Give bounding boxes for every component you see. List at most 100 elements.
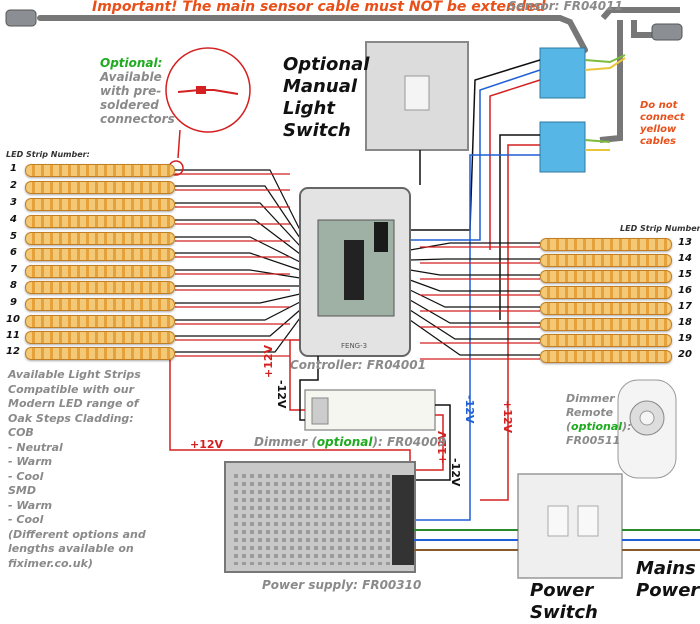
dimmer-optional: optional xyxy=(316,435,373,449)
led-strip xyxy=(25,232,175,245)
dimmer-remote-line: FR00511 xyxy=(566,434,621,447)
strip-number: 17 xyxy=(678,301,692,312)
led-strip xyxy=(25,347,175,360)
strip-number: 11 xyxy=(6,330,20,341)
strip-number: 5 xyxy=(10,231,17,242)
led-strip xyxy=(540,318,672,331)
power-supply-label: Power supply: FR00310 xyxy=(262,578,422,592)
strip-number: 2 xyxy=(10,180,17,191)
led-strip xyxy=(540,238,672,251)
do-not-connect-line: Do not xyxy=(640,100,678,111)
sensor-cable-warning: Important! The main sensor cable must NO… xyxy=(92,0,546,15)
led-strip xyxy=(25,181,175,194)
optional-connectors-line: with pre- xyxy=(100,84,162,98)
strip-number: 14 xyxy=(678,253,692,264)
available-strips-line: - Cool xyxy=(8,513,44,526)
strip-number: 19 xyxy=(678,333,692,344)
available-strips-line: Modern LED range of xyxy=(8,397,139,410)
led-strip xyxy=(25,265,175,278)
dimmer-remote-label: Dimmer Remote (optional): FR00511 xyxy=(566,392,632,448)
mains-power-label: Mains Power xyxy=(636,558,699,602)
dimmer-remote-line: Remote xyxy=(566,406,614,419)
dimmer-label-pre: Dimmer ( xyxy=(254,435,317,449)
led-strip xyxy=(540,334,672,347)
optional-connectors-title: Optional: xyxy=(100,56,163,70)
led-strip xyxy=(25,298,175,311)
controller-board-text: FENG-3 xyxy=(341,342,368,350)
controller-label: Controller: FR04001 xyxy=(290,358,426,372)
mains-power-line: Power xyxy=(636,580,700,601)
strip-number: 9 xyxy=(10,297,17,308)
manual-switch-line: Switch xyxy=(283,120,351,141)
strip-number: 7 xyxy=(10,264,17,275)
mains-power-line: Mains xyxy=(636,558,696,579)
strip-number: 4 xyxy=(10,214,17,225)
power-switch-label: Power Switch xyxy=(530,580,598,624)
voltage-label-pos: +12V xyxy=(190,438,224,451)
led-strip xyxy=(25,198,175,211)
strip-number: 20 xyxy=(678,349,692,360)
optional-connectors-note: Optional: Available with pre- soldered c… xyxy=(100,56,175,126)
sensor-label: Sensor: FR04011 xyxy=(508,0,623,13)
optional-connectors-line: connectors xyxy=(100,112,175,126)
led-strip xyxy=(540,302,672,315)
manual-switch-line: Light xyxy=(283,98,335,119)
strip-number: 13 xyxy=(678,237,692,248)
voltage-label-neg: -12V xyxy=(275,380,288,409)
do-not-connect-note: Do not connect yellow cables xyxy=(640,100,685,148)
led-strip xyxy=(540,286,672,299)
led-strip xyxy=(540,350,672,363)
strip-number: 1 xyxy=(10,163,17,174)
power-switch-line: Switch xyxy=(530,602,598,623)
manual-switch-line: Manual xyxy=(283,76,358,97)
led-strip xyxy=(25,164,175,177)
led-strip xyxy=(25,331,175,344)
available-strips-line: - Warm xyxy=(8,455,53,468)
strip-number: 12 xyxy=(6,346,20,357)
available-strips-line: - Cool xyxy=(8,469,44,483)
available-strips-line: - Warm xyxy=(8,498,53,512)
do-not-connect-line: cables xyxy=(640,136,676,147)
led-strip xyxy=(25,248,175,261)
available-strips-line: - Neutral xyxy=(8,440,63,454)
power-switch-line: Power xyxy=(530,580,594,601)
dimmer-label: Dimmer (optional): FR04009 xyxy=(254,435,446,449)
led-strip xyxy=(25,315,175,328)
strip-number: 6 xyxy=(10,247,17,258)
dimmer-remote-optional: optional xyxy=(571,420,623,433)
available-strips-line: SMD xyxy=(8,484,36,497)
voltage-label-pos: +12V xyxy=(262,344,275,378)
optional-connectors-line: soldered xyxy=(100,98,159,112)
dimmer-label-post: ): FR04009 xyxy=(372,435,447,449)
do-not-connect-line: yellow xyxy=(640,124,677,135)
dimmer-remote-line: Dimmer xyxy=(566,392,615,405)
strip-number: 18 xyxy=(678,317,692,328)
available-strips-note: Available Light Strips Compatible with o… xyxy=(8,368,146,571)
manual-switch-label: Optional Manual Light Switch xyxy=(283,54,369,142)
voltage-label-pos: +12V xyxy=(501,400,514,434)
available-strips-line: Available Light Strips xyxy=(8,368,141,381)
led-strip xyxy=(540,270,672,283)
do-not-connect-line: connect xyxy=(640,112,685,123)
strip-number: 8 xyxy=(10,280,17,291)
voltage-label-neg: -12V xyxy=(449,458,462,487)
strip-number: 16 xyxy=(678,285,692,296)
optional-connectors-line: Available xyxy=(100,70,162,84)
available-strips-line: Compatible with our xyxy=(8,382,135,396)
led-strip xyxy=(25,215,175,228)
dimmer-remote-line: (optional): xyxy=(566,420,632,433)
strip-number: 10 xyxy=(6,314,20,325)
led-strip xyxy=(25,281,175,294)
available-strips-line: Oak Steps Cladding: xyxy=(8,411,134,425)
voltage-label-neg: -12V xyxy=(463,395,476,424)
available-strips-line: fiximer.co.uk) xyxy=(8,556,93,570)
available-strips-line: (Different options and xyxy=(8,527,146,541)
strip-number: 15 xyxy=(678,269,692,280)
strip-number: 3 xyxy=(10,197,17,208)
left-strip-header: LED Strip Number: xyxy=(6,150,90,159)
available-strips-line: COB xyxy=(8,426,34,439)
led-strip xyxy=(540,254,672,267)
manual-switch-line: Optional xyxy=(283,54,370,75)
right-strip-header: LED Strip Number: xyxy=(620,224,700,233)
